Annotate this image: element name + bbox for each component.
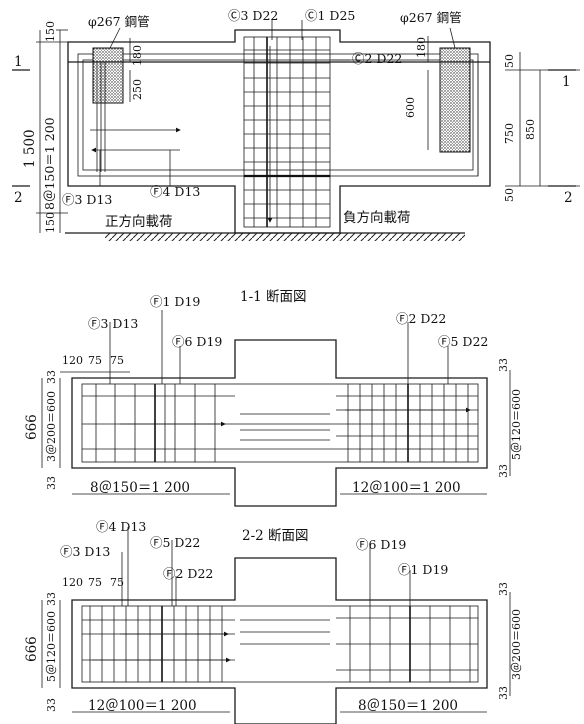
section-1-1: 1-1 断面図 <box>24 289 523 507</box>
section2-outline <box>71 557 488 724</box>
s1-dim-666: 666 <box>24 414 40 440</box>
section1-title: 1-1 断面図 <box>240 289 307 305</box>
s2-label-f4: Ⓕ4 D13 <box>96 519 146 534</box>
s2-label-f6: Ⓕ6 D19 <box>356 537 406 552</box>
s1-rdim-33-top: 33 <box>497 358 510 372</box>
s1-bottom-right: 12＠100＝1 200 <box>352 480 461 496</box>
s1-label-f3: Ⓕ3 D13 <box>88 316 138 331</box>
s2-rdim-33-top: 33 <box>497 582 510 596</box>
main-bar-cage <box>77 53 479 177</box>
s1-rdim-33-bot: 33 <box>497 464 510 478</box>
label-f4: Ⓕ4 D13 <box>150 184 200 199</box>
left-dimensions <box>36 29 68 233</box>
label-section1-right: 1 <box>562 74 571 90</box>
s1-bottom-left: 8＠150＝1 200 <box>90 480 190 496</box>
s2-rdim-33-bot: 33 <box>497 686 510 700</box>
dim-250: 250 <box>131 79 144 100</box>
s2-bottom-left: 12＠100＝1 200 <box>88 698 197 714</box>
label-pipe-right: φ267 鋼管 <box>400 10 462 25</box>
right-dimensions <box>505 52 580 187</box>
dim-850: 850 <box>524 119 537 140</box>
label-c2: Ⓒ2 D22 <box>352 51 402 66</box>
s2-dim-33-top: 33 <box>45 592 58 606</box>
s1-dim-33-bot: 33 <box>45 476 58 490</box>
section2-title: 2-2 断面図 <box>242 528 309 544</box>
steel-pipe-right <box>439 47 471 153</box>
label-negative-load: 負方向載荷 <box>343 210 411 226</box>
s2-label-f5: Ⓕ5 D22 <box>150 535 200 550</box>
label-f3: Ⓕ3 D13 <box>62 192 112 207</box>
s2-dim-5at120: 5＠120＝600 <box>45 611 58 682</box>
label-section2-left: 2 <box>14 190 23 206</box>
label-positive-load: 正方向載荷 <box>105 214 173 230</box>
steel-pipe-left <box>92 47 124 104</box>
dim-150-bot: 150 <box>44 212 57 233</box>
s2-dim-33-bot: 33 <box>45 698 58 712</box>
section1-right-rebar <box>336 384 478 462</box>
s1-dim-3at200: 3＠200＝600 <box>45 391 58 462</box>
label-c3: Ⓒ3 D22 <box>228 8 278 23</box>
s2-dim-120: 120 <box>62 576 83 589</box>
s2-dim-75a: 75 <box>88 576 102 589</box>
s1-label-f5: Ⓕ5 D22 <box>438 334 488 349</box>
elevation-view: φ267 鋼管 φ267 鋼管 Ⓒ3 D22 Ⓒ1 D25 Ⓒ2 D22 Ⓕ3 … <box>12 8 580 241</box>
dim-50-bot: 50 <box>503 188 516 202</box>
s1-label-f2: Ⓕ2 D22 <box>396 311 446 326</box>
s2-label-f3: Ⓕ3 D13 <box>60 544 110 559</box>
s1-dim-75b: 75 <box>110 354 124 367</box>
dim-180-left: 180 <box>131 45 144 66</box>
ground-hatch <box>65 232 465 241</box>
s1-dim-33-top: 33 <box>45 370 58 384</box>
label-c1: Ⓒ1 D25 <box>305 8 355 23</box>
s2-rdim-3at200: 3＠200＝600 <box>510 609 523 680</box>
s1-label-f1: Ⓕ1 D19 <box>150 294 200 309</box>
s2-dim-666: 666 <box>24 636 40 662</box>
beam-outline <box>67 29 491 234</box>
dim-1500: 1 500 <box>22 129 38 168</box>
dim-600: 600 <box>404 97 417 118</box>
section2-right-rebar <box>336 606 478 682</box>
dim-8at150: 8＠150＝1 200 <box>42 117 57 210</box>
dim-180-right: 180 <box>415 37 428 58</box>
s1-label-f6: Ⓕ6 D19 <box>172 334 222 349</box>
section-2-2: 2-2 断面図 <box>24 519 523 724</box>
s2-bottom-right: 8＠150＝1 200 <box>358 698 458 714</box>
dim-50-top: 50 <box>503 54 516 68</box>
s2-label-f2: Ⓕ2 D22 <box>163 566 213 581</box>
dim-750: 750 <box>503 123 516 144</box>
s2-dim-75b: 75 <box>110 576 124 589</box>
column-rebar-grid <box>243 36 331 228</box>
label-section2-right: 2 <box>564 190 573 206</box>
dim-150-top: 150 <box>44 21 57 42</box>
s1-dim-75a: 75 <box>88 354 102 367</box>
label-pipe-left: φ267 鋼管 <box>88 14 150 29</box>
s1-dim-120: 120 <box>62 354 83 367</box>
label-section1-left: 1 <box>14 54 23 70</box>
s1-rdim-5at120: 5＠120＝600 <box>510 389 523 460</box>
s2-label-f1: Ⓕ1 D19 <box>398 562 448 577</box>
section2-left-rebar <box>82 606 235 682</box>
section1-outline <box>71 339 488 507</box>
